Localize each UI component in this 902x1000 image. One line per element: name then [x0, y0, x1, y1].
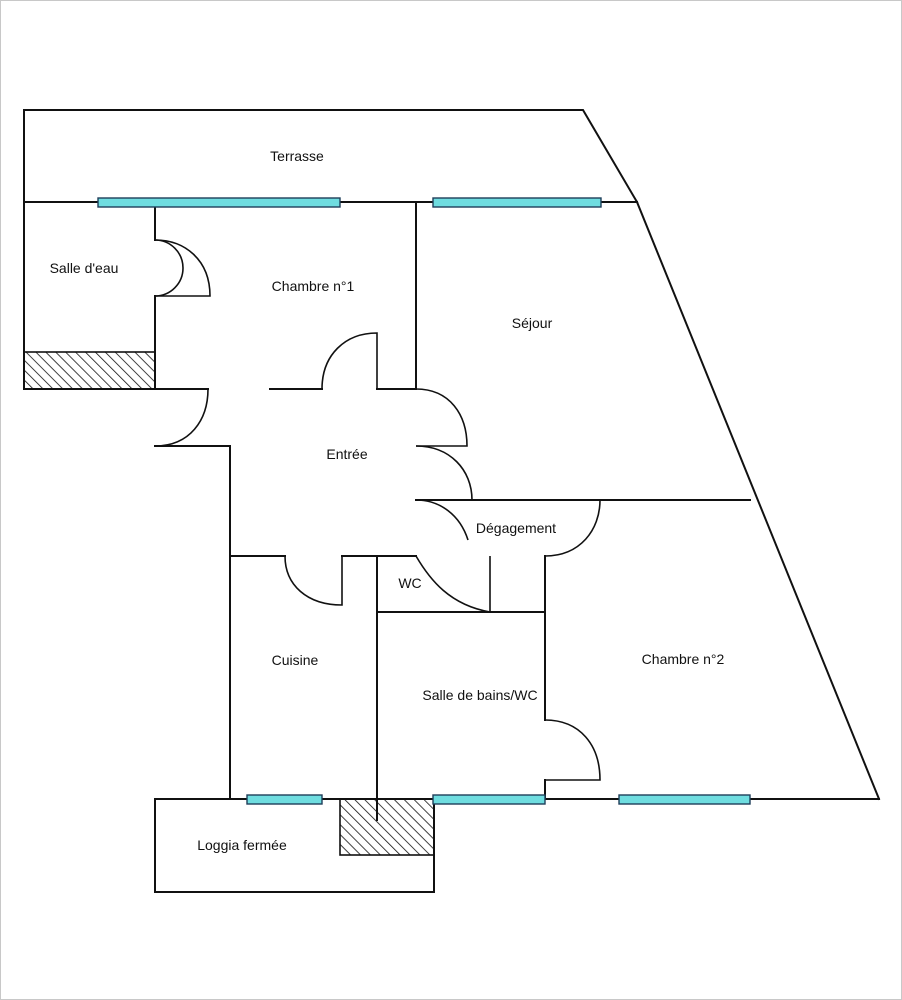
label-entree: Entrée [326, 446, 367, 462]
door-chambre2-upper [544, 499, 601, 557]
door-sejour-lower [415, 445, 473, 501]
door-salle-eau-leaf [154, 239, 211, 297]
door-cuisine [284, 555, 343, 606]
label-chambre2: Chambre n°2 [642, 651, 725, 667]
door-sejour-upper [415, 388, 468, 447]
window-chambre2 [618, 794, 751, 805]
door-entrance [154, 388, 209, 447]
window-chambre1 [97, 197, 341, 208]
label-cuisine: Cuisine [272, 652, 319, 668]
label-chambre1: Chambre n°1 [272, 278, 355, 294]
door-chambre2 [544, 719, 601, 781]
door-salle-eau [154, 239, 184, 297]
interior-walls [23, 201, 751, 821]
door-chambre1 [321, 332, 378, 390]
label-wc: WC [398, 575, 421, 591]
doors [154, 239, 601, 781]
room-labels: Terrasse Salle d'eau Chambre n°1 Séjour … [50, 148, 725, 853]
door-wc [415, 555, 491, 613]
label-salle-eau: Salle d'eau [50, 260, 119, 276]
hatched-areas [23, 351, 435, 856]
label-sejour: Séjour [512, 315, 553, 331]
hatched-closet-salle-eau [23, 351, 156, 390]
label-loggia: Loggia fermée [197, 837, 287, 853]
window-salle-bains [432, 794, 546, 805]
label-terrasse: Terrasse [270, 148, 324, 164]
window-sejour [432, 197, 602, 208]
label-degagement: Dégagement [476, 520, 556, 536]
door-degagement [415, 499, 469, 541]
windows [97, 197, 751, 805]
label-salle-bains: Salle de bains/WC [422, 687, 537, 703]
hatched-closet-loggia [339, 798, 435, 856]
window-loggia [246, 794, 323, 805]
